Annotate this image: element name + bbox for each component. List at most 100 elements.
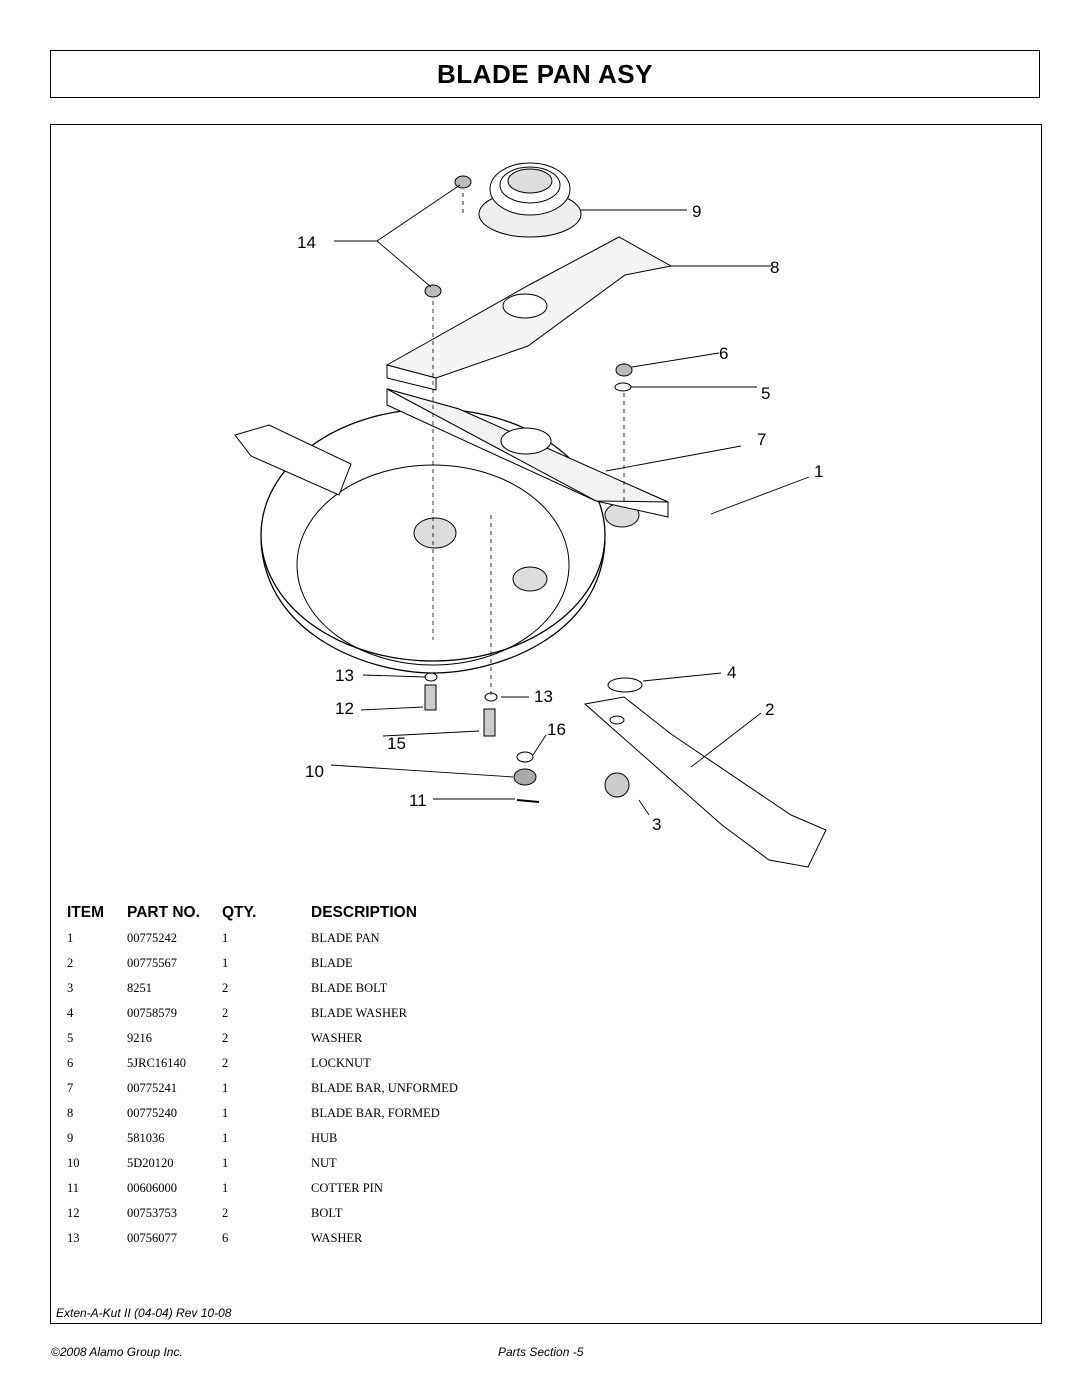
cell-item: 6 (67, 1056, 74, 1070)
callout-leader-lines (330, 184, 810, 816)
header-item: ITEM (67, 904, 105, 921)
header-description: DESCRIPTION (311, 904, 417, 921)
cell-qty: 1 (222, 956, 229, 970)
parts-table-header: ITEM PART NO. QTY. DESCRIPTION (51, 904, 1041, 926)
cell-part-no: 00775242 (127, 931, 177, 945)
callout-13b: 13 (534, 687, 553, 706)
cell-part-no: 581036 (127, 1131, 165, 1145)
table-row: 7 00775241 1 BLADE BAR, UNFORMED (51, 1081, 1041, 1101)
cell-part-no: 00606000 (127, 1181, 177, 1195)
cell-description: BLADE BOLT (311, 981, 388, 995)
callout-15: 15 (387, 734, 406, 753)
callout-9: 9 (692, 202, 701, 221)
cell-part-no: 00758579 (127, 1006, 177, 1020)
page-title: BLADE PAN ASY (437, 58, 653, 89)
cell-qty: 1 (222, 1131, 229, 1145)
cell-description: BLADE (311, 956, 353, 970)
cell-part-no: 9216 (127, 1031, 152, 1045)
assembly-lines (432, 193, 625, 695)
cell-item: 4 (67, 1006, 74, 1020)
cell-item: 3 (67, 981, 74, 995)
title-box: BLADE PAN ASY (50, 50, 1040, 98)
cell-qty: 1 (222, 1106, 229, 1120)
cell-item: 13 (67, 1231, 80, 1245)
cell-description: BLADE BAR, FORMED (311, 1106, 440, 1120)
table-row: 11 00606000 1 COTTER PIN (51, 1181, 1041, 1201)
cell-qty: 2 (222, 1206, 229, 1220)
cell-description: BLADE WASHER (311, 1006, 407, 1020)
table-row: 12 00753753 2 BOLT (51, 1206, 1041, 1226)
callout-12: 12 (335, 699, 354, 718)
cell-qty: 1 (222, 1156, 229, 1170)
cell-item: 1 (67, 931, 74, 945)
table-row: 10 5D20120 1 NUT (51, 1156, 1041, 1176)
cell-qty: 1 (222, 1081, 229, 1095)
callout-1: 1 (814, 462, 823, 481)
table-row: 2 00775567 1 BLADE (51, 956, 1041, 976)
table-row: 13 00756077 6 WASHER (51, 1231, 1041, 1251)
callout-7: 7 (757, 430, 766, 449)
callout-8: 8 (770, 258, 779, 277)
blade-stub-left (234, 424, 352, 496)
cell-description: BLADE BAR, UNFORMED (311, 1081, 458, 1095)
cell-item: 2 (67, 956, 74, 970)
cell-description: NUT (311, 1156, 337, 1170)
cell-qty: 1 (222, 931, 229, 945)
cell-item: 10 (67, 1156, 80, 1170)
callout-16: 16 (547, 720, 566, 739)
cell-description: WASHER (311, 1231, 363, 1245)
page-number: Parts Section -5 (498, 1345, 584, 1359)
cell-item: 7 (67, 1081, 74, 1095)
callout-3: 3 (652, 815, 661, 834)
cell-item: 5 (67, 1031, 74, 1045)
table-row: 9 581036 1 HUB (51, 1131, 1041, 1151)
cell-item: 11 (67, 1181, 80, 1195)
cell-qty: 6 (222, 1231, 229, 1245)
table-row: 8 00775240 1 BLADE BAR, FORMED (51, 1106, 1041, 1126)
callout-10: 10 (305, 762, 324, 781)
table-row: 6 5JRC16140 2 LOCKNUT (51, 1056, 1041, 1076)
cell-part-no: 5D20120 (127, 1156, 174, 1170)
table-row: 1 00775242 1 BLADE PAN (51, 931, 1041, 951)
cell-description: HUB (311, 1131, 338, 1145)
header-part-no: PART NO. (127, 904, 200, 921)
cell-part-no: 00775567 (127, 956, 177, 970)
cell-item: 12 (67, 1206, 80, 1220)
table-row: 3 8251 2 BLADE BOLT (51, 981, 1041, 1001)
blade-part (583, 696, 827, 868)
cell-qty: 2 (222, 1006, 229, 1020)
exploded-parts-diagram: 1 2 3 4 5 6 7 8 9 10 11 12 13 13 14 15 1… (234, 162, 827, 868)
callout-6: 6 (719, 344, 728, 363)
cell-part-no: 00756077 (127, 1231, 177, 1245)
cell-item: 9 (67, 1131, 74, 1145)
main-panel: 1 2 3 4 5 6 7 8 9 10 11 12 13 13 14 15 1… (50, 124, 1042, 1324)
cell-description: WASHER (311, 1031, 363, 1045)
fastener-parts (424, 175, 643, 803)
cell-part-no: 00775240 (127, 1106, 177, 1120)
copyright-notice: ©2008 Alamo Group Inc. (51, 1345, 183, 1359)
cell-item: 8 (67, 1106, 74, 1120)
cell-qty: 2 (222, 981, 229, 995)
cell-description: BLADE PAN (311, 931, 380, 945)
blade-bar-unformed-part (386, 388, 669, 518)
document-reference: Exten-A-Kut II (04-04) Rev 10-08 (56, 1306, 232, 1320)
cell-description: BOLT (311, 1206, 343, 1220)
callout-4: 4 (727, 663, 736, 682)
header-qty: QTY. (222, 904, 257, 921)
table-row: 5 9216 2 WASHER (51, 1031, 1041, 1051)
callout-13a: 13 (335, 666, 354, 685)
cell-qty: 2 (222, 1031, 229, 1045)
cell-qty: 2 (222, 1056, 229, 1070)
cell-part-no: 5JRC16140 (127, 1056, 187, 1070)
table-row: 4 00758579 2 BLADE WASHER (51, 1006, 1041, 1026)
blade-bar-formed-part (385, 236, 673, 391)
callout-11: 11 (409, 791, 427, 810)
cell-part-no: 00775241 (127, 1081, 177, 1095)
cell-description: COTTER PIN (311, 1181, 383, 1195)
hub-part (478, 162, 582, 238)
cell-qty: 1 (222, 1181, 229, 1195)
cell-part-no: 8251 (127, 981, 152, 995)
callout-5: 5 (761, 384, 770, 403)
callout-2: 2 (765, 700, 774, 719)
cell-part-no: 00753753 (127, 1206, 177, 1220)
